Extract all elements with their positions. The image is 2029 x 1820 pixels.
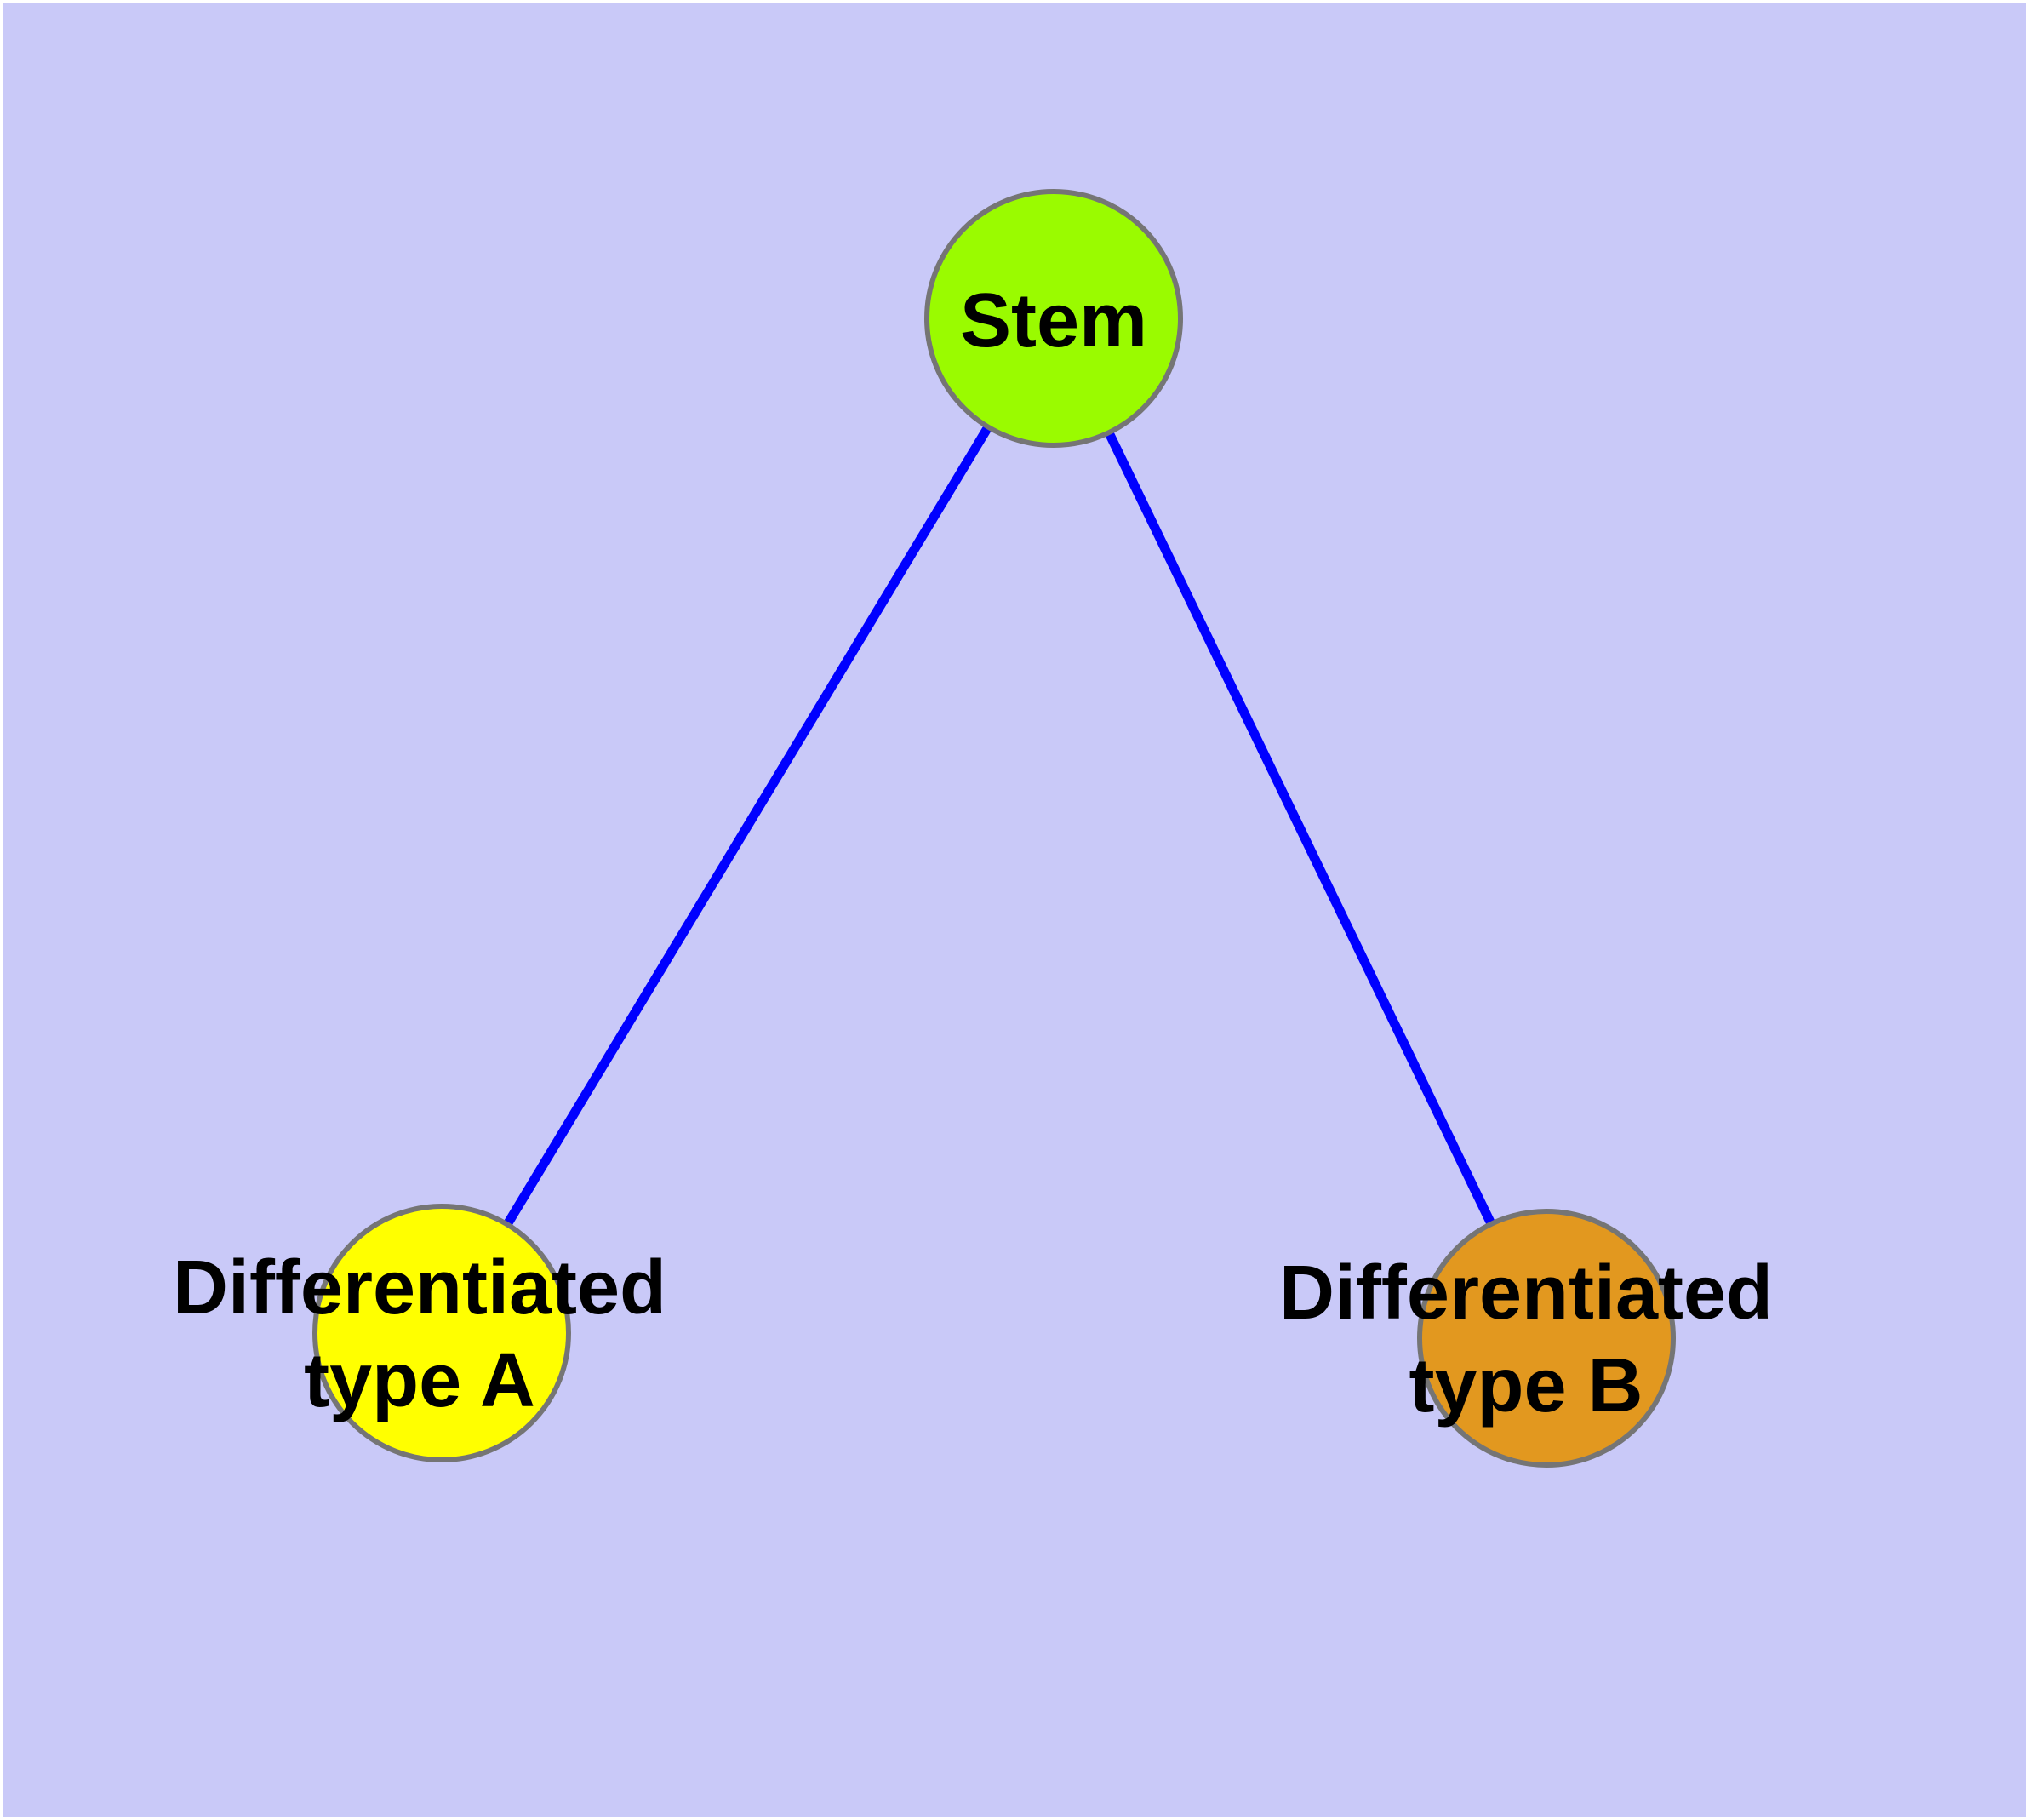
node-stem-label: Stem	[960, 278, 1147, 363]
node-type-b-label-line1: Differentiated	[1279, 1251, 1773, 1336]
node-differentiated-type-a	[312, 1204, 571, 1462]
node-type-a-label-line2: type A	[304, 1338, 535, 1423]
node-type-a-label-line1: Differentiated	[173, 1245, 666, 1331]
node-stem	[924, 189, 1183, 448]
edge-stem-to-type-a	[437, 316, 1058, 1336]
node-differentiated-type-b	[1417, 1209, 1676, 1468]
edge-stem-to-type-b	[1049, 316, 1551, 1341]
node-type-b-label-line2: type B	[1409, 1343, 1643, 1428]
